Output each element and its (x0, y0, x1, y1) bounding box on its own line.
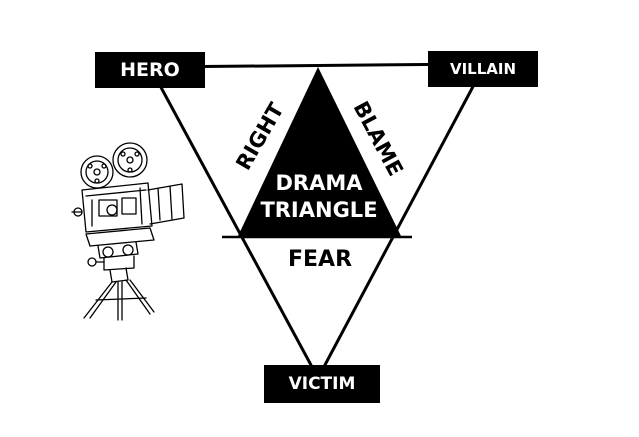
role-label-villain: VILLAIN (449, 60, 517, 78)
movie-camera-illustration (71, 142, 185, 321)
role-label-hero: HERO (120, 59, 180, 81)
edge-label-fear: FEAR (288, 247, 352, 272)
inner-triangle (238, 67, 401, 236)
role-box-villain: VILLAIN (428, 51, 538, 87)
center-label-line2: TRIANGLE (260, 198, 377, 222)
right-edge (316, 63, 487, 379)
role-label-victim: VICTIM (288, 374, 356, 394)
center-label-line1: DRAMA (275, 171, 363, 195)
left-edge (148, 66, 320, 379)
camera-reel-right (112, 142, 148, 178)
role-box-victim: VICTIM (264, 365, 380, 403)
camera-lens (147, 183, 185, 225)
role-box-hero: HERO (95, 52, 205, 88)
camera-body (81, 182, 153, 233)
